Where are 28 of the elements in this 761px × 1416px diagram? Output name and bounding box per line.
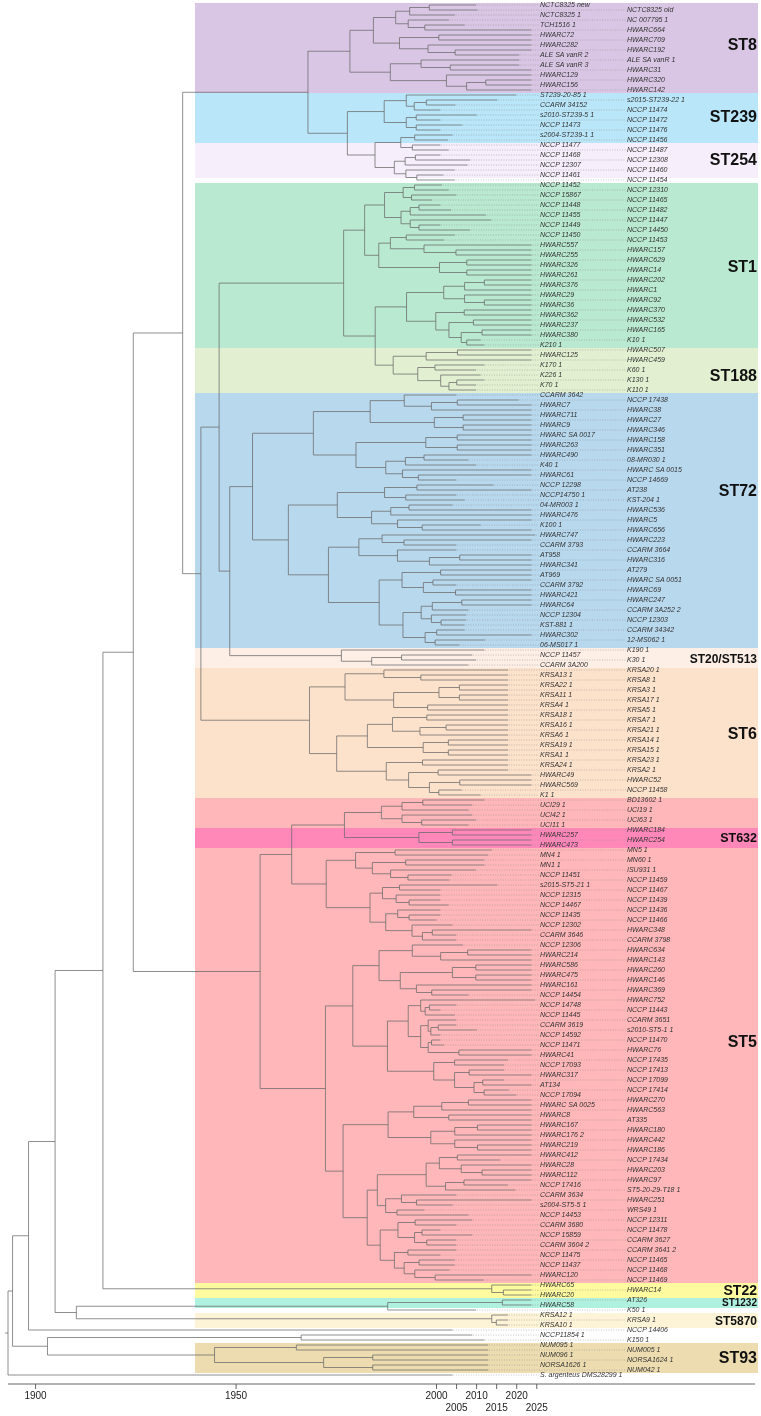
- axis-tick-label: 1950: [224, 1390, 248, 1401]
- clade-band: [195, 1297, 758, 1308]
- clade-label: ST6: [727, 726, 757, 742]
- clade-label: ST22: [723, 1282, 757, 1297]
- clade-label: ST5870: [714, 1314, 757, 1327]
- clade-label: ST1: [727, 258, 757, 275]
- clade-band: [195, 1312, 758, 1328]
- clade-label: ST8: [727, 37, 757, 54]
- clade-label: ST20/ST513: [689, 652, 757, 665]
- clade-band: [195, 797, 758, 1283]
- clade-band: [195, 182, 758, 348]
- axis-tick-label: 1900: [24, 1390, 47, 1401]
- clade-label: ST239: [709, 109, 757, 125]
- clade-band: [195, 827, 758, 848]
- clade-band: [195, 2, 758, 93]
- clade-label: ST632: [720, 831, 757, 845]
- axis-tick-label: 2000: [425, 1390, 448, 1401]
- clade-label: ST72: [718, 483, 757, 499]
- axis-tick-label: 2020: [505, 1390, 528, 1401]
- clade-label: ST188: [709, 367, 757, 384]
- axis-tick-label: 2005: [445, 1402, 468, 1413]
- clade-label: ST254: [709, 152, 757, 168]
- axis-tick-label: 2015: [485, 1402, 508, 1413]
- clade-label: ST5: [727, 1033, 757, 1050]
- clade-label: ST1232: [721, 1298, 757, 1308]
- axis-tick-label: 2025: [525, 1402, 548, 1413]
- clade-label: ST93: [718, 1349, 757, 1366]
- axis-tick-label: 2010: [465, 1390, 488, 1401]
